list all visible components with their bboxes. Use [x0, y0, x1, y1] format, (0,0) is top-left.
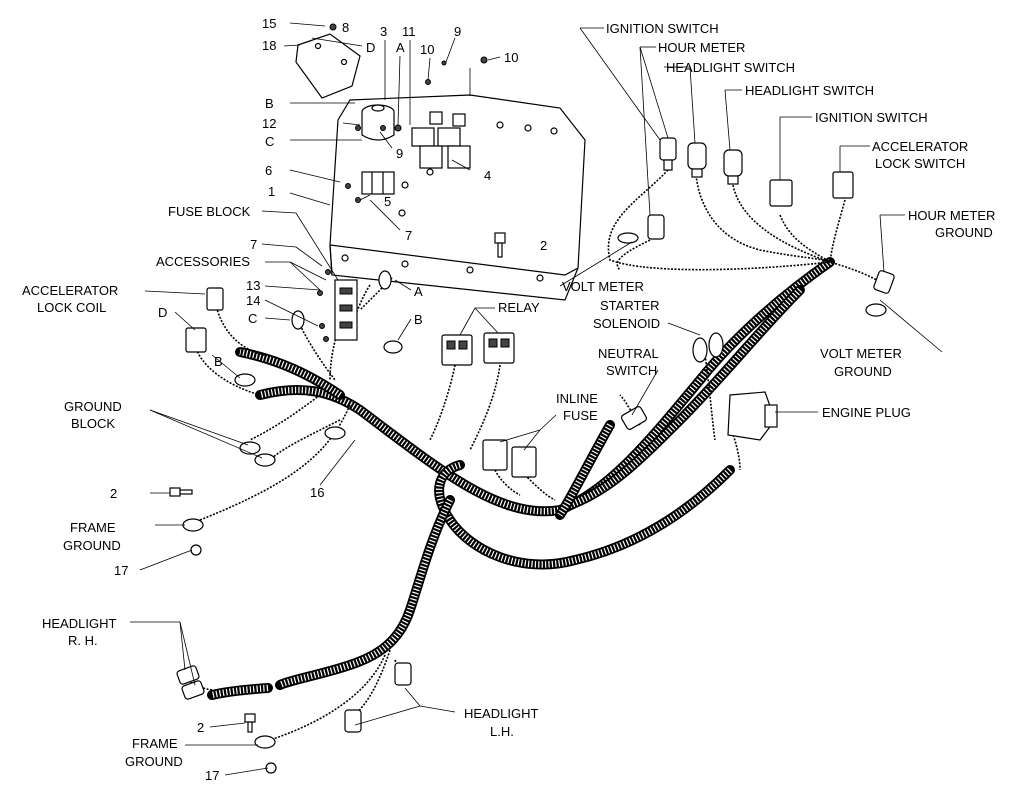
- callout-12: 12: [262, 116, 276, 131]
- label-volt-meter-ground-1: VOLT METER: [820, 346, 902, 361]
- label-headlight-switch-1: HEADLIGHT SWITCH: [666, 60, 795, 75]
- connectors: [169, 137, 895, 774]
- label-neutral-switch-2: SWITCH: [606, 363, 657, 378]
- callout-b-top: B: [265, 96, 274, 111]
- label-ignition-switch-top: IGNITION SWITCH: [606, 21, 719, 36]
- callout-d-left: D: [158, 305, 167, 320]
- callout-4: 4: [484, 168, 491, 183]
- callout-numbers: 15 8 18 D 3 A 11 9 10 10 B 12 C 9 6 4 5 …: [110, 16, 547, 783]
- callout-10-a: 10: [420, 42, 434, 57]
- callout-17-top: 17: [114, 563, 128, 578]
- label-ignition-switch-2: IGNITION SWITCH: [815, 110, 928, 125]
- label-headlight-lh-1: HEADLIGHT: [464, 706, 538, 721]
- label-accelerator-lock-switch-1: ACCELERATOR: [872, 139, 968, 154]
- callout-c-mid: C: [248, 311, 257, 326]
- label-frame-ground-bottom-2: GROUND: [125, 754, 183, 769]
- label-relay: RELAY: [498, 300, 540, 315]
- label-starter-solenoid-2: SOLENOID: [593, 316, 660, 331]
- label-fuse-block: FUSE BLOCK: [168, 204, 251, 219]
- callout-b-left: B: [214, 354, 223, 369]
- callout-c-top: C: [265, 134, 274, 149]
- cover-plate: [295, 23, 361, 99]
- label-frame-ground-top-1: FRAME: [70, 520, 116, 535]
- label-headlight-rh-2: R. H.: [68, 633, 98, 648]
- label-starter-solenoid-1: STARTER: [600, 298, 659, 313]
- callout-6: 6: [265, 163, 272, 178]
- label-neutral-switch-1: NEUTRAL: [598, 346, 659, 361]
- leader-lines: [130, 22, 943, 776]
- part-labels: IGNITION SWITCH HOUR METER HEADLIGHT SWI…: [22, 21, 995, 769]
- label-hour-meter-ground-1: HOUR METER: [908, 208, 995, 223]
- callout-13: 13: [246, 278, 260, 293]
- label-accelerator-lock-switch-2: LOCK SWITCH: [875, 156, 965, 171]
- callout-11: 11: [402, 24, 416, 39]
- label-frame-ground-bottom-1: FRAME: [132, 736, 178, 751]
- callout-10-b: 10: [504, 50, 518, 65]
- mounting-panel: [329, 56, 586, 301]
- callout-3: 3: [380, 24, 387, 39]
- callout-18: 18: [262, 38, 276, 53]
- callout-8: 8: [342, 20, 349, 35]
- callout-2-bottom: 2: [197, 720, 204, 735]
- callout-a-top: A: [396, 40, 405, 55]
- label-accessories: ACCESSORIES: [156, 254, 250, 269]
- label-volt-meter: VOLT METER: [562, 279, 644, 294]
- callout-2-panel: 2: [540, 238, 547, 253]
- callout-a-mid: A: [414, 284, 423, 299]
- label-hour-meter: HOUR METER: [658, 40, 745, 55]
- label-engine-plug: ENGINE PLUG: [822, 405, 911, 420]
- label-headlight-switch-2: HEADLIGHT SWITCH: [745, 83, 874, 98]
- label-headlight-lh-2: L.H.: [490, 724, 514, 739]
- label-headlight-rh-1: HEADLIGHT: [42, 616, 116, 631]
- callout-d-top: D: [366, 40, 375, 55]
- callout-9-mid: 9: [396, 146, 403, 161]
- main-harness: [207, 257, 835, 700]
- label-ground-block-1: GROUND: [64, 399, 122, 414]
- bolt-icon: [494, 232, 506, 258]
- callout-15: 15: [262, 16, 276, 31]
- callout-17-bottom: 17: [205, 768, 219, 783]
- label-ground-block-2: BLOCK: [71, 416, 115, 431]
- label-frame-ground-top-2: GROUND: [63, 538, 121, 553]
- callout-b-mid: B: [414, 312, 423, 327]
- label-accelerator-lock-coil-1: ACCELERATOR: [22, 283, 118, 298]
- harness-wires: [189, 169, 886, 741]
- callout-7-panel: 7: [405, 228, 412, 243]
- label-inline-fuse-1: INLINE: [556, 391, 598, 406]
- callout-1: 1: [268, 184, 275, 199]
- label-hour-meter-ground-2: GROUND: [935, 225, 993, 240]
- callout-9-top: 9: [454, 24, 461, 39]
- callout-5: 5: [384, 194, 391, 209]
- label-volt-meter-ground-2: GROUND: [834, 364, 892, 379]
- label-accelerator-lock-coil-2: LOCK COIL: [37, 300, 106, 315]
- callout-14: 14: [246, 293, 260, 308]
- callout-16: 16: [310, 485, 324, 500]
- label-inline-fuse-2: FUSE: [563, 408, 598, 423]
- callout-7-left: 7: [250, 237, 257, 252]
- callout-2-top: 2: [110, 486, 117, 501]
